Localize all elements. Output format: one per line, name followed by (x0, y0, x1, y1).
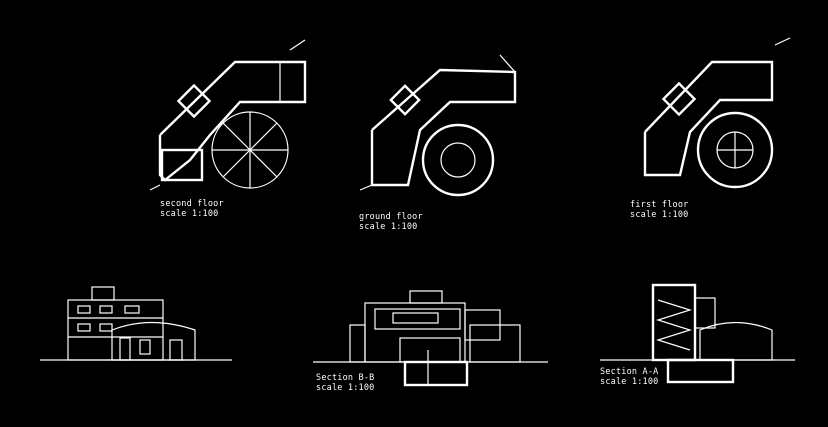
section-a-a (600, 283, 795, 384)
section-aa-scale: scale 1:100 (600, 377, 659, 387)
second-floor-title: second floor (160, 199, 224, 209)
ground-floor-scale: scale 1:100 (359, 222, 418, 232)
first-floor-title: first floor (630, 200, 689, 210)
first-floor-plan (643, 37, 791, 189)
front-elevation (40, 286, 232, 361)
section-bb-title: Section B-B (316, 373, 375, 383)
ground-floor-plan (359, 54, 517, 197)
second-floor-scale: scale 1:100 (160, 209, 219, 219)
second-floor-plan (149, 39, 307, 191)
section-bb-scale: scale 1:100 (316, 383, 375, 393)
section-b-b (313, 290, 548, 387)
ground-floor-title: ground floor (359, 212, 423, 222)
section-aa-title: Section A-A (600, 367, 659, 377)
first-floor-scale: scale 1:100 (630, 210, 689, 220)
